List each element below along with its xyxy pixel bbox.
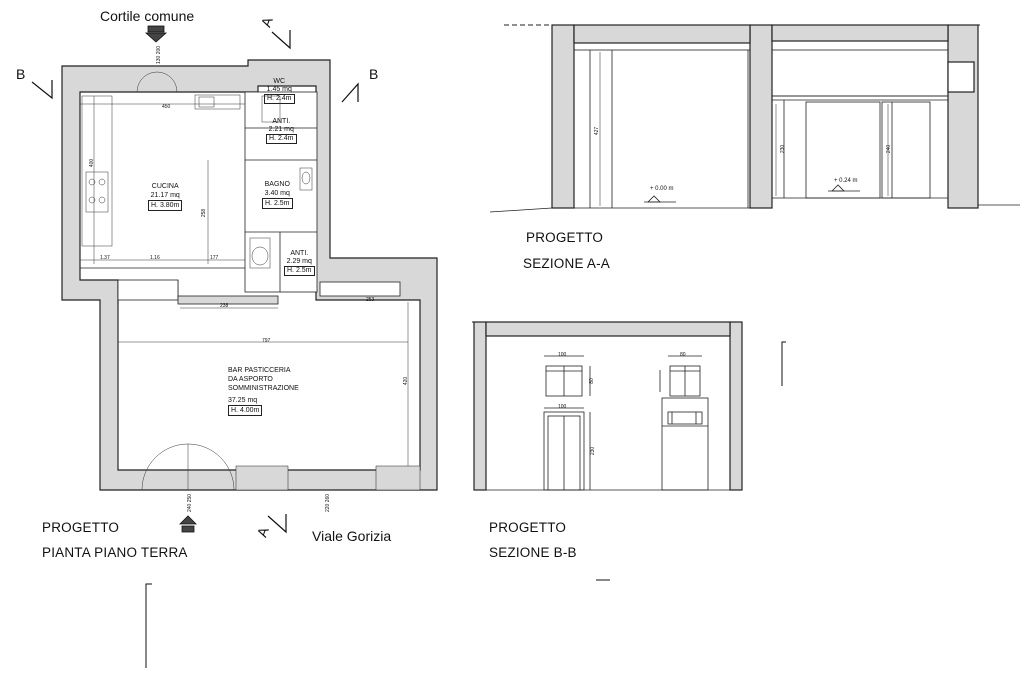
dim-d2: 1.16 (150, 255, 160, 261)
bb-title-line1: PROGETTO (489, 520, 567, 535)
bb-window-right-width: 80 (680, 352, 686, 358)
anti1-room-height: H. 2.4m (266, 134, 297, 144)
bathroom-room-label: BAGNO 3.40 mq H. 2.5m (262, 180, 293, 209)
section-letter-b-left: B (16, 66, 26, 82)
wc-room-height: H. 2.4m (264, 94, 295, 104)
plan-partitions (80, 91, 401, 305)
anti2-room-name: ANTI. (290, 250, 309, 257)
entrance-arrows (144, 25, 197, 533)
bar-room-name-1: BAR PASTICCERIA (228, 367, 291, 374)
section-letter-b-right: B (369, 66, 379, 82)
section-markers (31, 30, 359, 534)
bb-door-height: 230 (590, 446, 597, 456)
dim-d3: 177 (210, 255, 219, 261)
bar-room-area: 37.25 mq (228, 397, 258, 404)
dim-bar-left: 238 (220, 303, 229, 309)
bb-title-line2: SEZIONE B-B (489, 545, 577, 560)
aa-level-1: + 0.00 m (650, 186, 674, 192)
wc-room-name: WC (273, 78, 286, 85)
bathroom-fixtures (249, 95, 313, 269)
bar-room-label: BAR PASTICCERIA DA ASPORTO SOMMINISTRAZI… (228, 366, 299, 416)
dim-bar-width: 797 (262, 338, 271, 344)
bathroom-room-height: H. 2.5m (262, 198, 293, 209)
bb-window-left-width: 100 (558, 352, 567, 358)
anti1-room-label: ANTI. 2.21 mq H. 2.4m (266, 118, 297, 144)
kitchen-room-height: H. 3.80m (148, 200, 183, 211)
plan-title-line2: PIANTA PIANO TERRA (42, 545, 188, 560)
front-door-swing (141, 443, 421, 491)
street-label: Viale Gorizia (312, 528, 392, 544)
kitchen-room-label: CUCINA 21.17 mq H. 3.80m (148, 182, 183, 211)
top-door-swing (136, 71, 178, 93)
anti2-room-label: ANTI. 2.29 mq H. 2.5m (284, 250, 315, 276)
kitchen-room-area: 21.17 mq (150, 192, 180, 199)
bb-door-left-width: 100 (558, 404, 567, 410)
kitchen-room-name: CUCINA (151, 183, 179, 190)
dim-d1: 1.37 (100, 255, 110, 261)
bathroom-room-area: 3.40 mq (264, 190, 290, 197)
dim-kitchen-width: 450 (162, 104, 171, 110)
bathroom-room-name: BAGNO (264, 181, 290, 188)
aa-title-line2: SEZIONE A-A (523, 256, 610, 271)
aa-level-2: + 0.24 m (834, 178, 858, 184)
wc-room-area: 1.45 mq (266, 86, 292, 93)
anti2-room-height: H. 2.5m (284, 266, 315, 276)
bar-room-name-3: SOMMINISTRAZIONE (228, 385, 299, 392)
wc-room-label: WC 1.45 mq H. 2.4m (264, 78, 295, 104)
bar-room-height: H. 4.00m (228, 405, 263, 416)
bb-window-height: 80 (588, 378, 595, 384)
plan-outer-walls (61, 59, 438, 491)
aa-title-line1: PROGETTO (526, 230, 604, 245)
bar-room-name-2: DA ASPORTO (228, 376, 273, 383)
courtyard-label: Cortile comune (100, 8, 195, 24)
plan-dimension-lines (80, 96, 409, 466)
dim-bar-right: 253 (366, 297, 375, 303)
kitchen-counter (81, 94, 241, 247)
plan-title-line1: PROGETTO (42, 520, 120, 535)
anti1-room-name: ANTI. (272, 118, 291, 125)
anti2-room-area: 2.29 mq (286, 258, 312, 265)
anti1-room-area: 2.21 mq (268, 126, 294, 133)
